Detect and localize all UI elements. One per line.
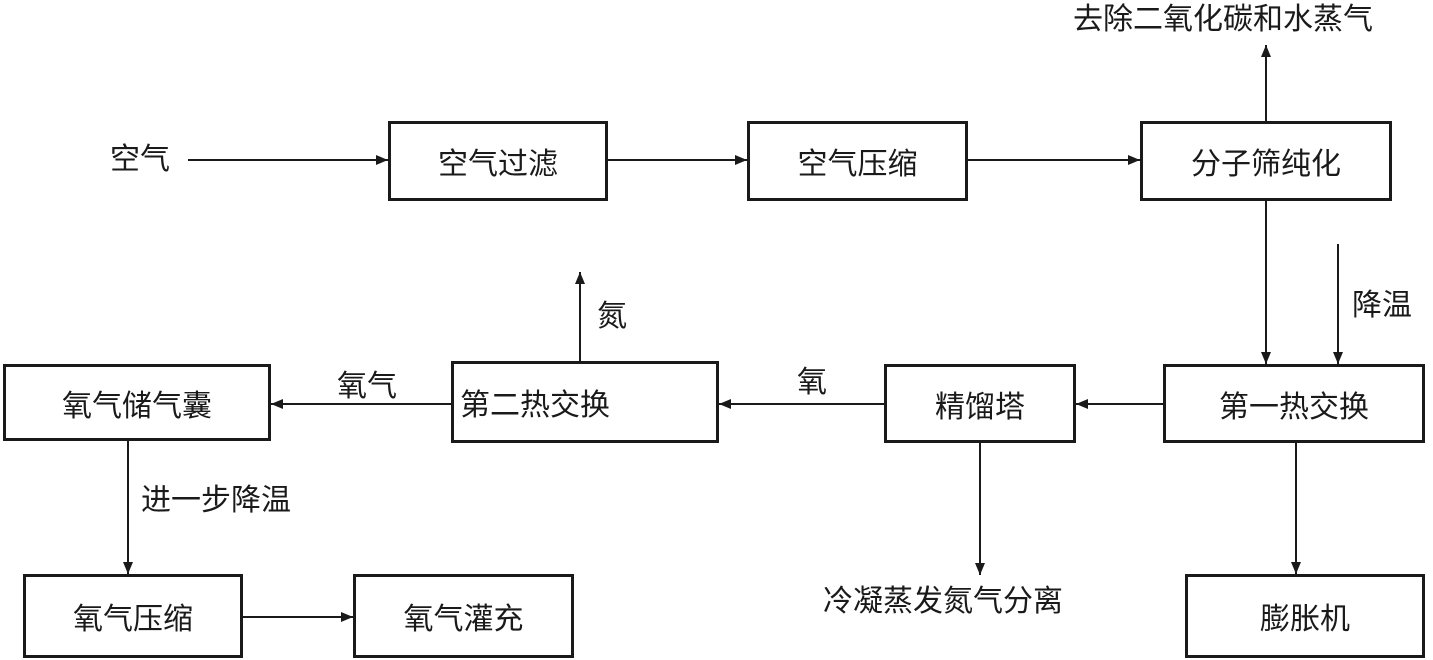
air-compression-node: 空气压缩	[747, 121, 968, 201]
cooling-label: 降温	[1352, 288, 1412, 323]
molecular-sieve-node: 分子筛纯化	[1140, 121, 1392, 201]
air-filter-node: 空气过滤	[388, 121, 608, 201]
oxygen-label: 氧	[797, 365, 827, 400]
air-input-label: 空气	[110, 142, 170, 177]
byproduct-label: 去除二氧化碳和水蒸气	[1073, 2, 1373, 37]
expander-node: 膨胀机	[1185, 574, 1425, 658]
oxygen-compression-node: 氧气压缩	[23, 574, 243, 658]
nitrogen-separation-label: 冷凝蒸发氮气分离	[823, 584, 1063, 619]
oxygen-filling-node: 氧气灌充	[353, 574, 574, 658]
rectification-tower-node: 精馏塔	[884, 364, 1076, 443]
nitrogen-label: 氮	[597, 299, 627, 334]
oxygen-gas-label: 氧气	[337, 369, 397, 404]
further-cooling-label: 进一步降温	[141, 483, 291, 518]
oxygen-storage-bag-node: 氧气储气囊	[3, 364, 271, 441]
heat-exchange-2-node: 第二热交换	[451, 361, 719, 443]
heat-exchange-1-node: 第一热交换	[1163, 364, 1425, 443]
